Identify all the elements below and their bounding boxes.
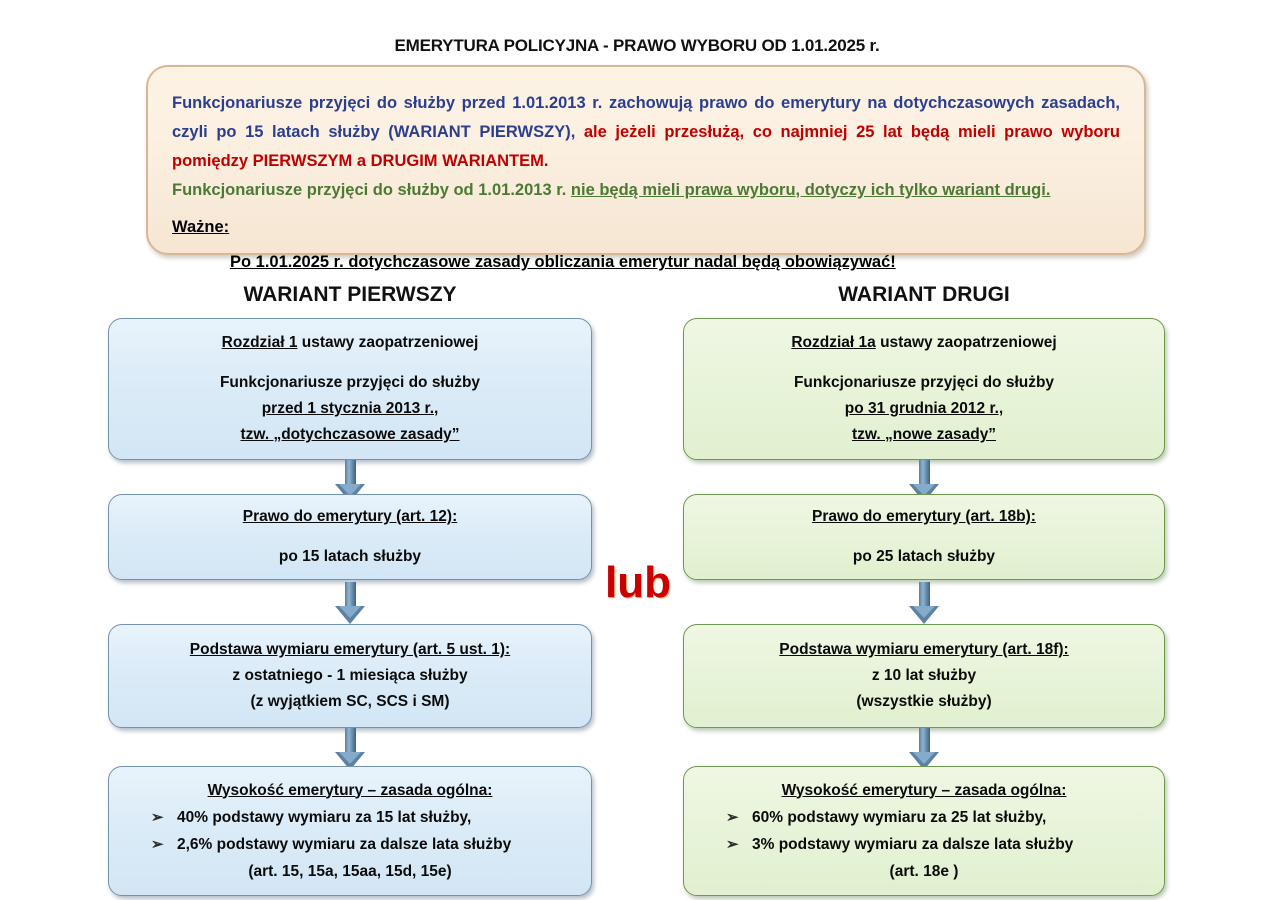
intro-callout-box: Funkcjonariusze przyjęci do służby przed…: [146, 65, 1146, 271]
variant-one-box-base: Podstawa wymiaru emerytury (art. 5 ust. …: [108, 624, 592, 728]
variant-two-box-amount: Wysokość emerytury – zasada ogólna: ➢ 60…: [683, 766, 1165, 896]
list-item: ➢ 60% podstawy wymiaru za 25 lat służby,: [726, 804, 1150, 831]
down-arrow-icon: [335, 728, 365, 770]
list-item-label: 3% podstawy wymiaru za dalsze lata służb…: [752, 835, 1074, 853]
arrow-shaft: [345, 728, 356, 753]
box-line-1: Wysokość emerytury – zasada ogólna:: [207, 781, 493, 799]
intro-paragraph-1: Funkcjonariusze przyjęci do służby przed…: [172, 89, 1120, 176]
bullet-arrow-icon: ➢: [151, 835, 164, 853]
box-line-3: (wszystkie służby): [856, 693, 992, 710]
arrow-head-highlight: [339, 752, 361, 764]
variant-one-box-amount: Wysokość emerytury – zasada ogólna: ➢ 40…: [108, 766, 592, 896]
arrow-head-highlight: [913, 484, 935, 496]
down-arrow-icon: [909, 582, 939, 624]
variant-one-box-entitlement: Prawo do emerytury (art. 12): po 15 lata…: [108, 494, 592, 580]
box-line-4: tzw. „nowe zasady”: [851, 426, 997, 443]
separator-label-lub: lub: [605, 558, 671, 607]
down-arrow-icon: [909, 728, 939, 770]
box-note: (art. 15, 15a, 15aa, 15d, 15e): [248, 862, 452, 880]
box-line-2: Funkcjonariusze przyjęci do służby: [793, 374, 1055, 391]
intro-text-red: ale jeżeli przesłużą, co najmniej 25 lat…: [172, 123, 1120, 170]
box-line-1: Prawo do emerytury (art. 12):: [242, 508, 458, 525]
variant-two-box-entitlement: Prawo do emerytury (art. 18b): po 25 lat…: [683, 494, 1165, 580]
arrow-shaft: [919, 460, 930, 485]
box-line-2: po 25 latach służby: [852, 548, 996, 565]
down-arrow-icon: [335, 582, 365, 624]
list-item: ➢ 40% podstawy wymiaru za 15 lat służby,: [151, 804, 577, 831]
column-heading-variant-one: WARIANT PIERWSZY: [243, 283, 457, 306]
box-line-2: po 15 latach służby: [278, 548, 422, 565]
box-line-1-plain: ustawy zaopatrzeniowej: [297, 334, 479, 351]
box-line-3: przed 1 stycznia 2013 r.,: [261, 400, 439, 417]
list-item-label: 2,6% podstawy wymiaru za dalsze lata słu…: [177, 835, 512, 853]
page-title: EMERYTURA POLICYJNA - PRAWO WYBORU OD 1.…: [394, 36, 880, 55]
box-line-4: tzw. „dotychczasowe zasady”: [240, 426, 460, 443]
arrow-head-highlight: [913, 606, 935, 618]
intro-important-text-row: Po 1.01.2025 r. dotychczasowe zasady obl…: [172, 248, 1120, 277]
list-item-label: 40% podstawy wymiaru za 15 lat służby,: [177, 808, 472, 826]
box-line-1-underlined: Rozdział 1: [221, 334, 298, 351]
bullet-arrow-icon: ➢: [726, 835, 739, 853]
box-note: (art. 18e ): [889, 862, 959, 880]
bullet-list: ➢ 60% podstawy wymiaru za 25 lat służby,…: [698, 804, 1150, 858]
bullet-arrow-icon: ➢: [151, 808, 164, 826]
arrow-head-highlight: [913, 752, 935, 764]
arrow-shaft: [345, 460, 356, 485]
bullet-arrow-icon: ➢: [726, 808, 739, 826]
variant-two-box-scope: Rozdział 1a ustawy zaopatrzeniowej Funkc…: [683, 318, 1165, 460]
spacer: [698, 530, 1150, 544]
spacer: [123, 530, 577, 544]
box-line-1: Podstawa wymiaru emerytury (art. 18f):: [779, 641, 1069, 658]
list-item-label: 60% podstawy wymiaru za 25 lat służby,: [752, 808, 1047, 826]
arrow-head-highlight: [339, 606, 361, 618]
box-line-1-plain: ustawy zaopatrzeniowej: [875, 334, 1057, 351]
column-heading-variant-two: WARIANT DRUGI: [838, 283, 1010, 306]
spacer: [123, 356, 577, 370]
arrow-shaft: [919, 582, 930, 607]
variant-one-box-scope: Rozdział 1 ustawy zaopatrzeniowej Funkcj…: [108, 318, 592, 460]
box-line-1-underlined: Rozdział 1a: [791, 334, 876, 351]
box-line-1: Prawo do emerytury (art. 18b):: [812, 508, 1036, 525]
list-item: ➢ 3% podstawy wymiaru za dalsze lata słu…: [726, 831, 1150, 858]
box-line-3: (z wyjątkiem SC, SCS i SM): [250, 693, 450, 710]
intro-text-blue: Funkcjonariusze przyjęci do służby przed…: [172, 94, 1120, 141]
box-line-1: Rozdział 1a ustawy zaopatrzeniowej: [698, 330, 1150, 356]
arrow-head-highlight: [339, 484, 361, 496]
intro-paragraph-2: Funkcjonariusze przyjęci do służby od 1.…: [172, 176, 1120, 205]
arrow-shaft: [919, 728, 930, 753]
bullet-list: ➢ 40% podstawy wymiaru za 15 lat służby,…: [123, 804, 577, 858]
box-line-1: Rozdział 1 ustawy zaopatrzeniowej: [123, 330, 577, 356]
intro-text-green-plain: Funkcjonariusze przyjęci do służby od 1.…: [172, 181, 571, 199]
arrow-shaft: [345, 582, 356, 607]
spacer: [698, 356, 1150, 370]
intro-text-green-underlined: nie będą mieli prawa wyboru, dotyczy ich…: [570, 181, 1051, 199]
intro-important-text: Po 1.01.2025 r. dotychczasowe zasady obl…: [230, 253, 896, 271]
box-line-3: po 31 grudnia 2012 r.,: [844, 400, 1004, 417]
box-line-1: Wysokość emerytury – zasada ogólna:: [781, 781, 1067, 799]
intro-important-label-row: Ważne:: [172, 213, 1120, 242]
list-item: ➢ 2,6% podstawy wymiaru za dalsze lata s…: [151, 831, 577, 858]
box-line-1: Podstawa wymiaru emerytury (art. 5 ust. …: [189, 641, 511, 658]
variant-two-box-base: Podstawa wymiaru emerytury (art. 18f): z…: [683, 624, 1165, 728]
intro-important-label: Ważne:: [172, 218, 230, 236]
box-line-2: Funkcjonariusze przyjęci do służby: [219, 374, 481, 391]
box-line-2: z 10 lat służby: [871, 667, 977, 684]
box-line-2: z ostatniego - 1 miesiąca służby: [232, 667, 468, 684]
